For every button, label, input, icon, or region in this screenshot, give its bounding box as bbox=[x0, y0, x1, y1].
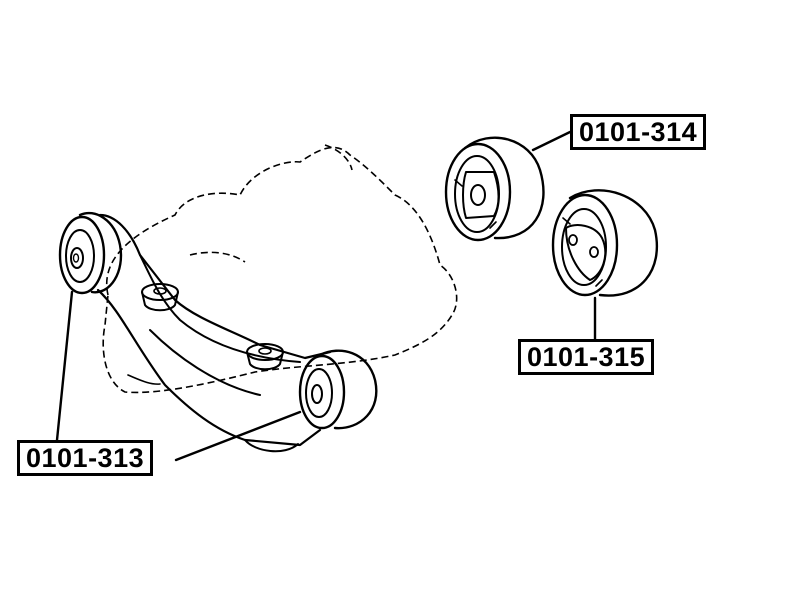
support-member bbox=[96, 213, 332, 453]
bushing-313-right bbox=[298, 349, 378, 430]
bushing-315 bbox=[551, 189, 658, 297]
mount-stud-left bbox=[141, 283, 179, 312]
leader-lines bbox=[55, 130, 597, 462]
part-number-label-313: 0101-313 bbox=[17, 440, 154, 476]
bushing-314 bbox=[444, 136, 545, 242]
mount-stud-right bbox=[246, 343, 284, 371]
differential-housing-outline bbox=[102, 144, 458, 394]
part-number-label-314: 0101-314 bbox=[570, 114, 707, 150]
part-number-label-315: 0101-315 bbox=[518, 339, 655, 375]
bushing-313-left bbox=[58, 211, 123, 295]
